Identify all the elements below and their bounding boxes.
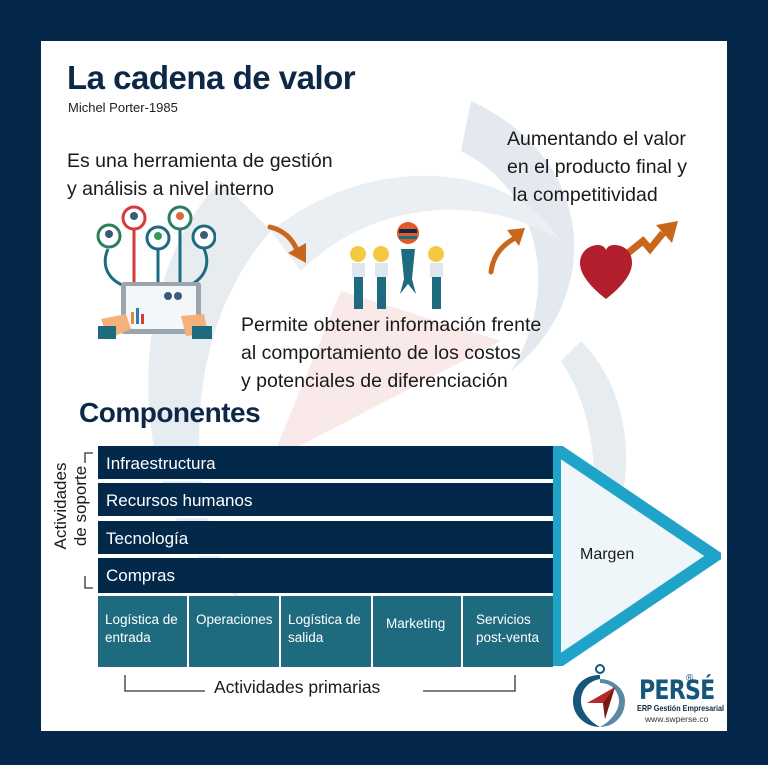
primary-servicios-post-venta: Servicios post-venta: [463, 596, 553, 667]
tablet-people-network-icon: [96, 205, 216, 339]
info-line: al comportamiento de los costos: [241, 342, 521, 364]
primary-bracket: [124, 675, 516, 692]
info-line: Permite obtener información frente: [241, 314, 542, 336]
heart-growth-arrow-icon: [580, 221, 678, 299]
primary-label: Servicios: [476, 612, 531, 627]
intro-text: Es una herramienta de gestión y análisis…: [67, 147, 333, 203]
primary-label: entrada: [105, 630, 151, 645]
components-title: Componentes: [79, 397, 261, 428]
support-label-line: de soporte: [71, 465, 90, 547]
margin-label: Margen: [580, 546, 635, 563]
registered-mark: ®: [686, 673, 694, 684]
intro-line: Es una herramienta de gestión: [67, 150, 333, 172]
value-line: Aumentando el valor: [507, 128, 686, 150]
primary-marketing: Marketing: [373, 596, 461, 667]
primary-label: Operaciones: [196, 612, 273, 627]
primary-activities-label: Actividades primarias: [214, 677, 381, 697]
logo-url: www.swperse.co: [645, 714, 709, 724]
value-text: Aumentando el valor en el producto final…: [507, 125, 687, 209]
support-bracket: [84, 452, 93, 589]
infographic-panel: La cadena de valor Michel Porter-1985 Es…: [41, 41, 727, 731]
primary-label: post-venta: [476, 630, 540, 645]
primary-label: Logística de: [105, 612, 178, 627]
support-row-tecnologia: Tecnología: [98, 521, 553, 556]
primary-logistica-salida: Logística de salida: [281, 596, 371, 667]
logo-name: PERSÉ: [639, 675, 715, 706]
page-title: La cadena de valor: [67, 59, 356, 96]
support-activities-label: Actividades de soporte: [51, 443, 91, 569]
primary-label: salida: [288, 630, 324, 645]
info-line: y potenciales de diferenciación: [241, 370, 508, 392]
primary-label: Marketing: [386, 616, 446, 631]
page-subtitle: Michel Porter-1985: [68, 100, 178, 115]
margin-triangle: [553, 446, 721, 666]
curved-arrow-up-icon: [488, 228, 525, 275]
primary-logistica-entrada: Logística de entrada: [98, 596, 187, 667]
logo-tagline: ERP Gestión Empresarial: [637, 703, 725, 713]
support-row-infraestructura: Infraestructura: [98, 446, 553, 481]
curved-arrow-down-icon: [267, 224, 306, 263]
support-row-recursos-humanos: Recursos humanos: [98, 483, 553, 518]
primary-label: Logística de: [288, 612, 361, 627]
value-line: la competitividad: [507, 184, 658, 206]
primary-operaciones: Operaciones: [189, 596, 279, 667]
perse-stopwatch-logo-icon: [573, 664, 625, 727]
people-lightbulbs-icon: [350, 222, 444, 309]
intro-line: y análisis a nivel interno: [67, 178, 275, 200]
support-label-line: Actividades: [51, 462, 70, 550]
value-line: en el producto final y: [507, 156, 687, 178]
support-row-compras: Compras: [98, 558, 553, 593]
info-text: Permite obtener información frente al co…: [241, 311, 541, 395]
